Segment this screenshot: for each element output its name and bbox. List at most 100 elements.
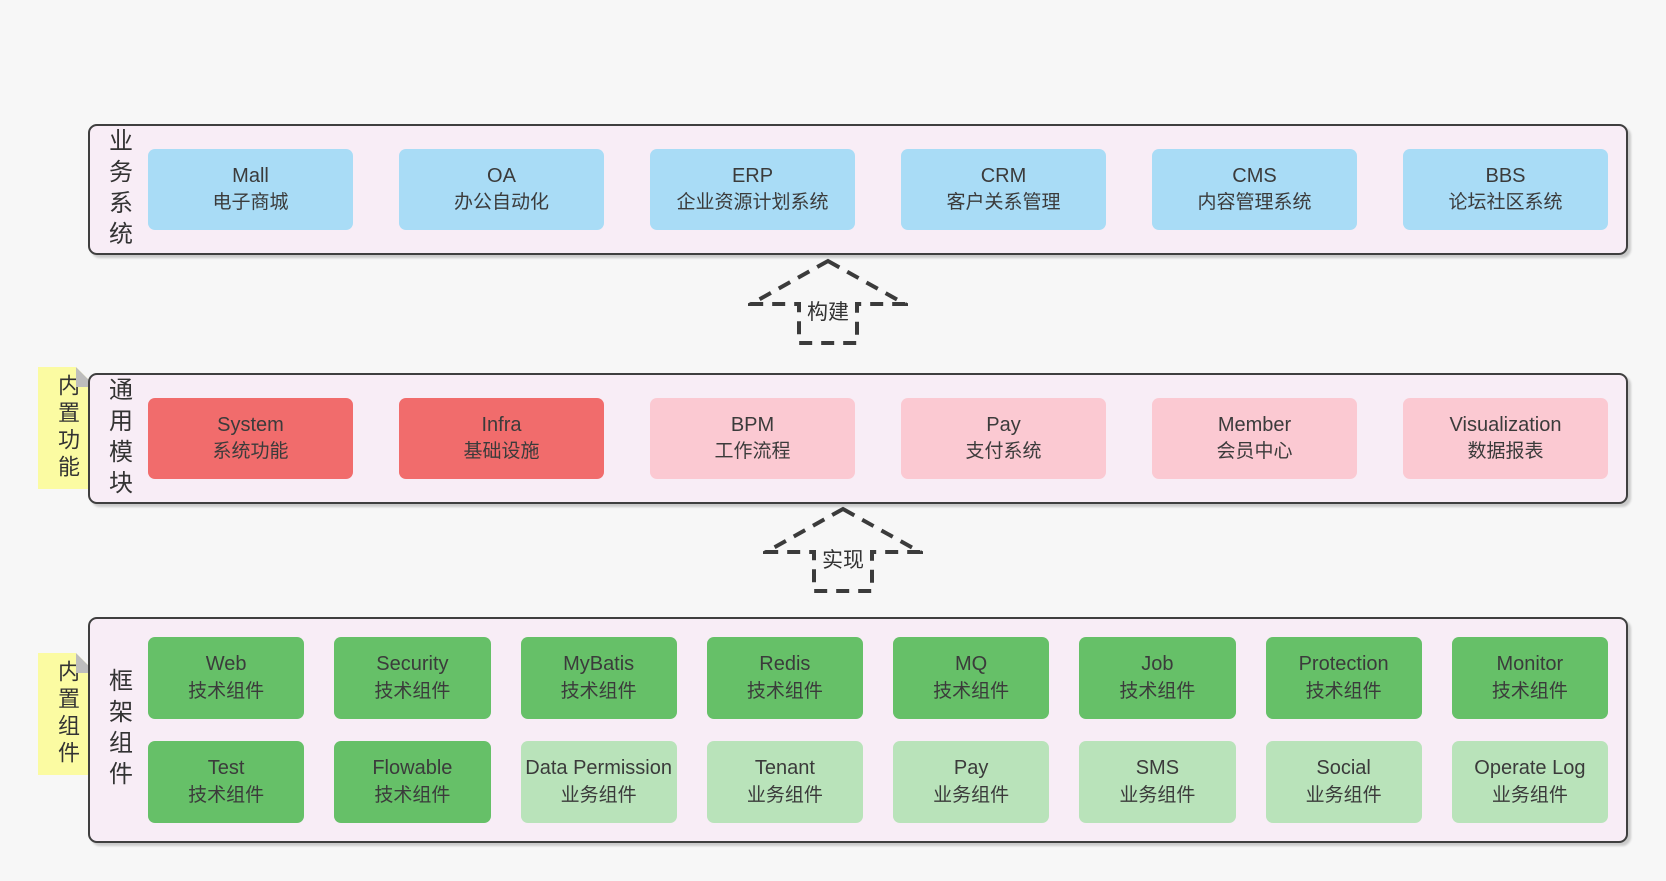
component-box-mybatis: MyBatis 技术组件 [520,637,677,719]
component-title: Social [1316,757,1371,780]
component-title: CMS [1232,164,1277,187]
component-subtitle: 客户关系管理 [946,192,1061,214]
component-box-flowable: Flowable 技术组件 [334,741,491,823]
dashed-arrow-shape [748,258,908,345]
component-subtitle: 会员中心 [1216,441,1293,463]
component-subtitle: 系统功能 [212,441,289,463]
component-subtitle: 数据报表 [1467,441,1544,463]
component-title: Protection [1298,653,1389,676]
component-box-crm: CRM 客户关系管理 [901,149,1106,230]
component-title: Tenant [754,757,815,780]
component-title: CRM [980,164,1027,187]
component-subtitle: 技术组件 [1305,680,1382,702]
component-title: Redis [759,653,811,676]
component-title: Pay [986,413,1021,436]
component-subtitle: 技术组件 [1491,680,1568,702]
component-box-pay: Pay 业务组件 [893,741,1050,823]
arrow-label: 构建 [803,296,853,326]
component-subtitle: 技术组件 [933,680,1010,702]
component-box-pay: Pay 支付系统 [901,398,1106,479]
sticky-note-built-in-features: 内置功能 [38,367,96,489]
panel-side-label: 框架组件 [90,619,146,841]
component-title: MyBatis [563,653,635,676]
component-box-mq: MQ 技术组件 [893,637,1050,719]
component-title: Data Permission [525,757,672,780]
component-box-member: Member 会员中心 [1152,398,1357,479]
component-subtitle: 技术组件 [374,680,451,702]
component-subtitle: 支付系统 [965,441,1042,463]
dashed-arrow-shape [763,506,923,593]
arrow-up-build-icon: 构建 [748,258,908,346]
component-title: BPM [730,413,775,436]
component-box-web: Web 技术组件 [148,637,305,719]
panel-side-label: 业务系统 [90,126,146,253]
component-title: Web [205,653,247,676]
component-box-infra: Infra 基础设施 [399,398,604,479]
panel-side-label-text: 框架组件 [104,668,132,792]
component-box-operate-log: Operate Log 业务组件 [1451,741,1608,823]
component-title: Flowable [372,757,453,780]
component-subtitle: 业务组件 [746,784,823,806]
component-subtitle: 技术组件 [1119,680,1196,702]
component-box-tenant: Tenant 业务组件 [706,741,863,823]
component-title: Operate Log [1474,757,1586,780]
sticky-note-text: 内置功能 [55,374,80,482]
component-box-visualization: Visualization 数据报表 [1403,398,1608,479]
component-title: Monitor [1496,653,1564,676]
component-title: MQ [955,653,988,676]
component-title: Job [1141,653,1174,676]
component-title: System [217,413,284,436]
panel-side-label-text: 通用模块 [104,376,132,501]
component-subtitle: 业务组件 [1305,784,1382,806]
component-title: SMS [1135,757,1180,780]
component-subtitle: 业务组件 [933,784,1010,806]
component-subtitle: 技术组件 [746,680,823,702]
component-subtitle: 企业资源计划系统 [676,192,829,214]
component-title: OA [487,164,516,187]
component-subtitle: 业务组件 [1491,784,1568,806]
panel-side-label: 通用模块 [90,375,146,502]
component-subtitle: 电子商城 [212,192,289,214]
sticky-note-built-in-components: 内置组件 [38,653,96,775]
component-box-redis: Redis 技术组件 [706,637,863,719]
component-box-mall: Mall 电子商城 [148,149,353,230]
component-box-monitor: Monitor 技术组件 [1451,637,1608,719]
component-title: Pay [953,757,989,780]
component-box-oa: OA 办公自动化 [399,149,604,230]
component-subtitle: 基础设施 [463,441,540,463]
component-title: Member [1217,413,1292,436]
component-title: Mall [232,164,269,187]
component-subtitle: 技术组件 [188,680,265,702]
component-subtitle: 办公自动化 [453,192,549,214]
component-title: Test [207,757,245,780]
panel-side-label-text: 业务系统 [104,127,132,252]
sticky-note-text: 内置组件 [55,660,80,768]
component-subtitle: 技术组件 [560,680,637,702]
component-box-protection: Protection 技术组件 [1265,637,1422,719]
component-title: Visualization [1449,413,1562,436]
arrow-label: 实现 [818,544,868,574]
component-box-system: System 系统功能 [148,398,353,479]
component-title: Infra [481,413,522,436]
component-subtitle: 技术组件 [374,784,451,806]
component-box-job: Job 技术组件 [1079,637,1236,719]
